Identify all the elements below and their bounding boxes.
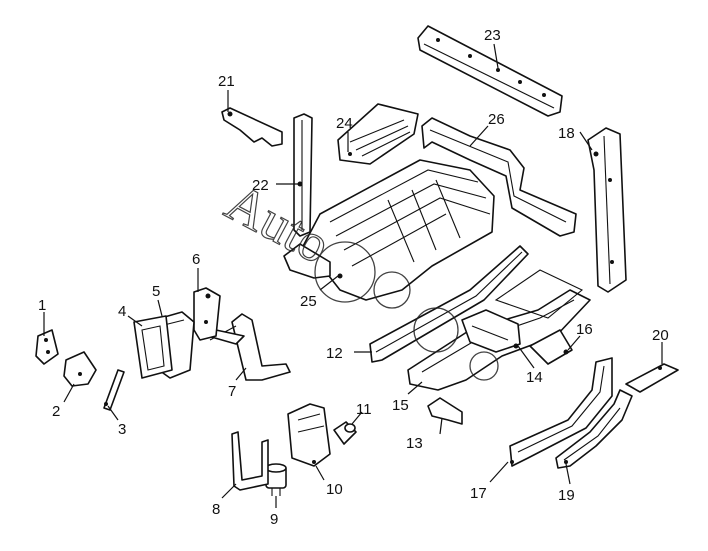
callout-2: 2 (52, 403, 60, 420)
callout-16: 16 (576, 321, 593, 338)
part-21-bracket (221, 107, 283, 147)
callout-26: 26 (488, 111, 505, 128)
part-4-gasket (133, 315, 173, 379)
callout-6: 6 (192, 251, 200, 268)
part-14-bracket (461, 309, 521, 353)
callout-17: 17 (470, 485, 487, 502)
part-8-strap (231, 431, 269, 491)
callout-19: 19 (558, 487, 575, 504)
part-10-reservoir (287, 403, 331, 467)
callout-10: 10 (326, 481, 343, 498)
callout-12: 12 (326, 345, 343, 362)
part-19-lower-rail (555, 389, 633, 469)
callout-15: 15 (392, 397, 409, 414)
callout-4: 4 (118, 303, 126, 320)
callout-5: 5 (152, 283, 160, 300)
part-11-hose (333, 421, 357, 445)
part-24-panel (337, 103, 419, 165)
part-26-side-rail (421, 117, 577, 237)
part-6-bracket (193, 287, 221, 341)
callout-labels: 1 2 3 4 5 6 7 8 9 10 11 12 13 14 15 16 1… (38, 27, 669, 528)
part-7-pedal (207, 313, 291, 381)
callout-14: 14 (526, 369, 543, 386)
part-13-clip (427, 397, 463, 425)
callout-23: 23 (484, 27, 501, 44)
leader-lines (43, 43, 663, 508)
callout-3: 3 (118, 421, 126, 438)
callout-21: 21 (218, 73, 235, 90)
callout-8: 8 (212, 501, 220, 518)
part-12-crossmember (369, 245, 529, 363)
part-17-lower-rail (509, 357, 613, 467)
callout-11: 11 (356, 401, 372, 418)
callout-22: 22 (252, 177, 269, 194)
callout-20: 20 (652, 327, 669, 344)
callout-13: 13 (406, 435, 423, 452)
part-2-cap (63, 351, 97, 387)
part-1-bracket (35, 329, 59, 365)
part-9-pump (265, 463, 287, 496)
part-3-rod (103, 369, 125, 411)
callout-18: 18 (558, 125, 575, 142)
callout-25: 25 (300, 293, 317, 310)
callout-1: 1 (38, 297, 46, 314)
callout-9: 9 (270, 511, 278, 528)
callout-7: 7 (228, 383, 236, 400)
part-18-right-member (587, 127, 627, 293)
part-20-bracket (625, 363, 679, 393)
part-23-top-rail (417, 25, 563, 117)
part-16-tube (529, 329, 573, 365)
callout-24: 24 (336, 115, 353, 132)
part-25-tab (283, 243, 343, 279)
